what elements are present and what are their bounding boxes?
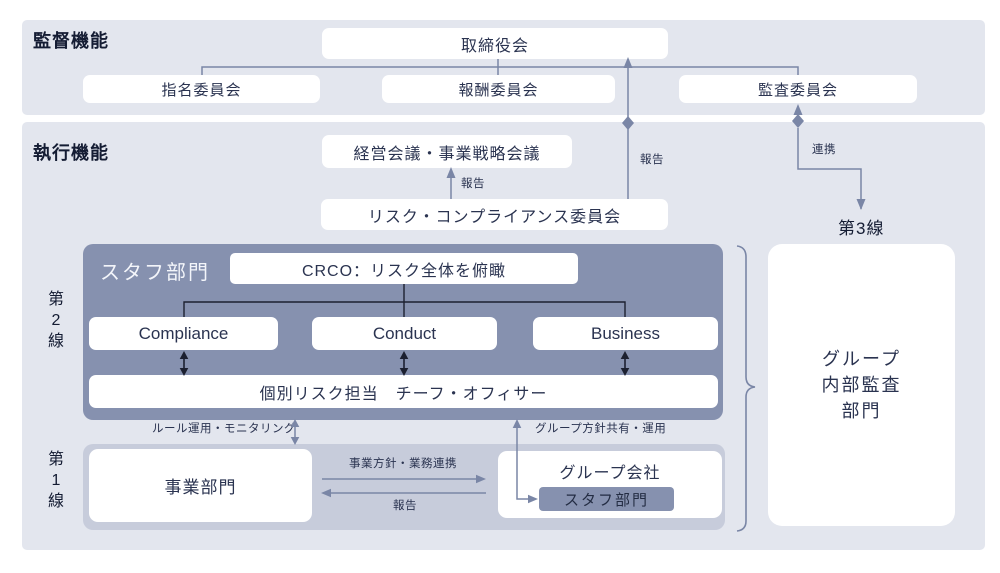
line2-label: 第 2 線 — [47, 291, 64, 350]
staff-division-zone-title: スタフ部門 — [100, 262, 210, 284]
nomination-committee-box: 指名委員会 — [83, 75, 320, 103]
conduct-box: Conduct — [312, 317, 497, 350]
board-of-directors-box: 取締役会 — [322, 28, 668, 59]
business-division-box: 事業部門 — [89, 449, 312, 522]
business-policy-label: 事業方針・業務連携 — [349, 458, 457, 470]
group-company-box: グループ会社 スタフ部門 — [498, 451, 722, 518]
group-staff-division-box: スタフ部門 — [539, 487, 674, 511]
individual-risk-officer-box: 個別リスク担当 チーフ・オフィサー — [89, 375, 718, 408]
group-policy-label: グループ方針共有・運用 — [535, 423, 667, 435]
report-to-management-label: 報告 — [461, 178, 485, 190]
line3-label: 第3線 — [838, 219, 885, 238]
audit-committee-box: 監査委員会 — [679, 75, 917, 103]
management-meeting-box: 経営会議・事業戦略会議 — [322, 135, 572, 168]
supervisory-heading: 監督機能 — [33, 31, 109, 51]
rule-operation-label: ルール運用・モニタリング — [152, 423, 296, 435]
crco-box: CRCO：リスク全体を俯瞰 — [230, 253, 578, 284]
group-company-label: グループ会社 — [559, 465, 661, 482]
compliance-box: Compliance — [89, 317, 278, 350]
business-box: Business — [533, 317, 718, 350]
cooperation-label: 連携 — [812, 144, 836, 156]
executive-heading: 執行機能 — [33, 143, 109, 163]
report-label: 報告 — [393, 500, 417, 512]
compensation-committee-box: 報酬委員会 — [382, 75, 615, 103]
report-to-board-label: 報告 — [640, 154, 664, 166]
group-internal-audit-box: グループ 内部監査 部門 — [768, 244, 955, 526]
risk-compliance-committee-box: リスク・コンプライアンス委員会 — [321, 199, 668, 230]
line1-label: 第 1 線 — [47, 451, 64, 510]
